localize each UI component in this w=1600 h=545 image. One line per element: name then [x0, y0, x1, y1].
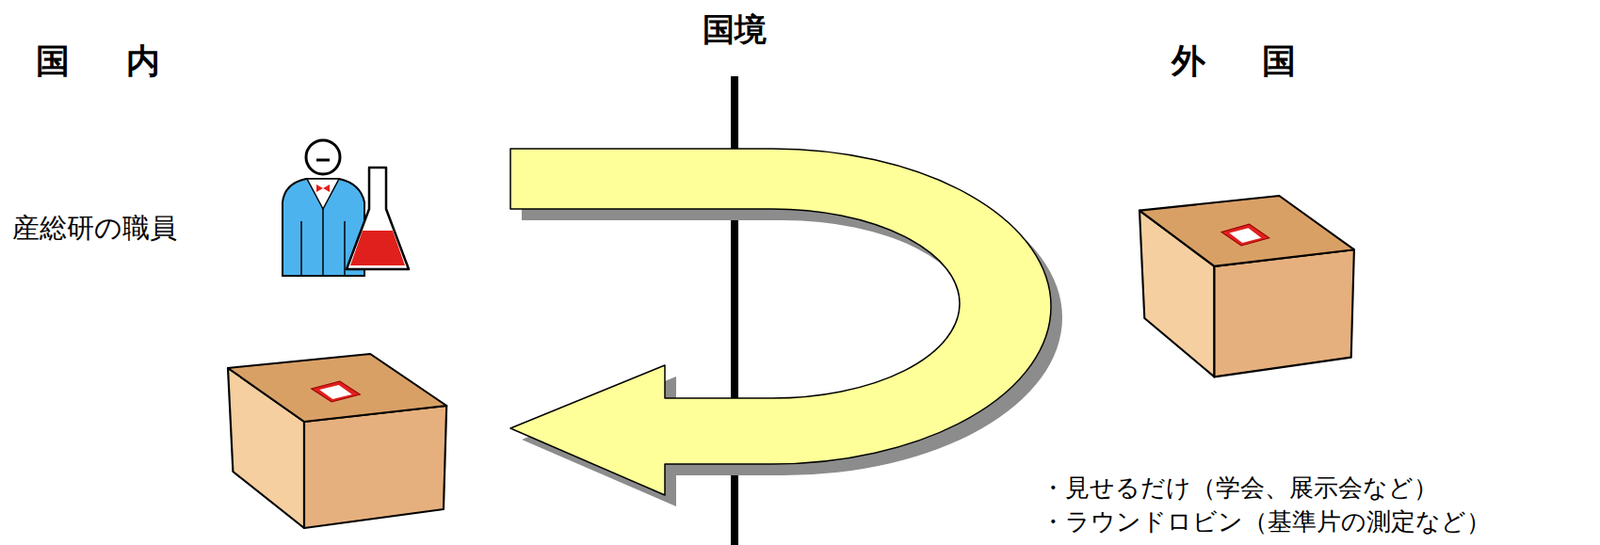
package-domestic: [227, 354, 447, 529]
package-foreign: [1139, 195, 1355, 377]
note-text: ・ラウンドロビン（基準片の測定など）: [1040, 508, 1491, 537]
region-heading: 外 国: [1171, 41, 1308, 81]
region-heading: 国 内: [35, 41, 172, 81]
u-turn-arrow: [510, 148, 1051, 496]
researcher-icon: [282, 140, 409, 276]
note-text: ・見せるだけ（学会、展示会など）: [1040, 474, 1439, 503]
border-heading: 国境: [702, 11, 767, 49]
person-label: 産総研の職員: [12, 212, 178, 244]
